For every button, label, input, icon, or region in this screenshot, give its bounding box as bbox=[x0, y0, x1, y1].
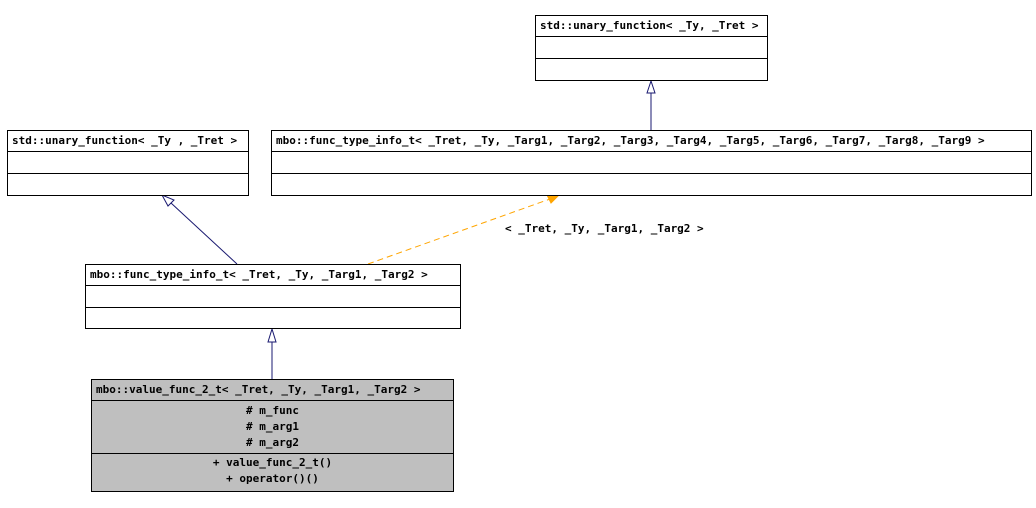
class-title: mbo::func_type_info_t< _Tret, _Ty, _Targ… bbox=[272, 131, 1031, 152]
template-args-label: < _Tret, _Ty, _Targ1, _Targ2 > bbox=[505, 222, 704, 235]
methods-section bbox=[536, 59, 767, 81]
class-title: std::unary_function< _Ty , _Tret > bbox=[8, 131, 248, 152]
attributes-section bbox=[536, 37, 767, 59]
attributes-section bbox=[8, 152, 248, 174]
methods-section: + value_func_2_t() + operator()() bbox=[92, 454, 453, 487]
attribute-m-arg2: # m_arg2 bbox=[246, 436, 299, 449]
edge-template-instantiation-arrowhead bbox=[546, 194, 561, 204]
edge-ftinfo2-to-unary-left-arrowhead bbox=[160, 193, 175, 207]
class-node-value-func-2[interactable]: mbo::value_func_2_t< _Tret, _Ty, _Targ1,… bbox=[91, 379, 454, 492]
edge-template-instantiation bbox=[367, 198, 551, 265]
attributes-section bbox=[86, 286, 460, 308]
class-node-func-type-info-2[interactable]: mbo::func_type_info_t< _Tret, _Ty, _Targ… bbox=[85, 264, 461, 329]
class-node-std-unary-function-left[interactable]: std::unary_function< _Ty , _Tret > bbox=[7, 130, 249, 196]
attribute-m-arg1: # m_arg1 bbox=[246, 420, 299, 433]
attributes-section: # m_func # m_arg1 # m_arg2 bbox=[92, 401, 453, 454]
class-title: mbo::value_func_2_t< _Tret, _Ty, _Targ1,… bbox=[92, 380, 453, 401]
attribute-m-func: # m_func bbox=[246, 404, 299, 417]
class-title: std::unary_function< _Ty, _Tret > bbox=[536, 16, 767, 37]
class-node-func-type-info-full[interactable]: mbo::func_type_info_t< _Tret, _Ty, _Targ… bbox=[271, 130, 1032, 196]
edge-full-to-unary-top-arrowhead bbox=[646, 79, 656, 94]
method-operator-call: + operator()() bbox=[226, 472, 319, 485]
class-title: mbo::func_type_info_t< _Tret, _Ty, _Targ… bbox=[86, 265, 460, 286]
attributes-section bbox=[272, 152, 1031, 174]
class-node-std-unary-function-top[interactable]: std::unary_function< _Ty, _Tret > bbox=[535, 15, 768, 81]
method-value-func-2-t: + value_func_2_t() bbox=[212, 456, 333, 469]
edge-valuefunc-to-ftinfo2-arrowhead bbox=[267, 327, 277, 343]
edge-ftinfo2-to-unary-left bbox=[170, 202, 238, 265]
methods-section bbox=[86, 308, 460, 329]
methods-section bbox=[272, 174, 1031, 196]
methods-section bbox=[8, 174, 248, 196]
